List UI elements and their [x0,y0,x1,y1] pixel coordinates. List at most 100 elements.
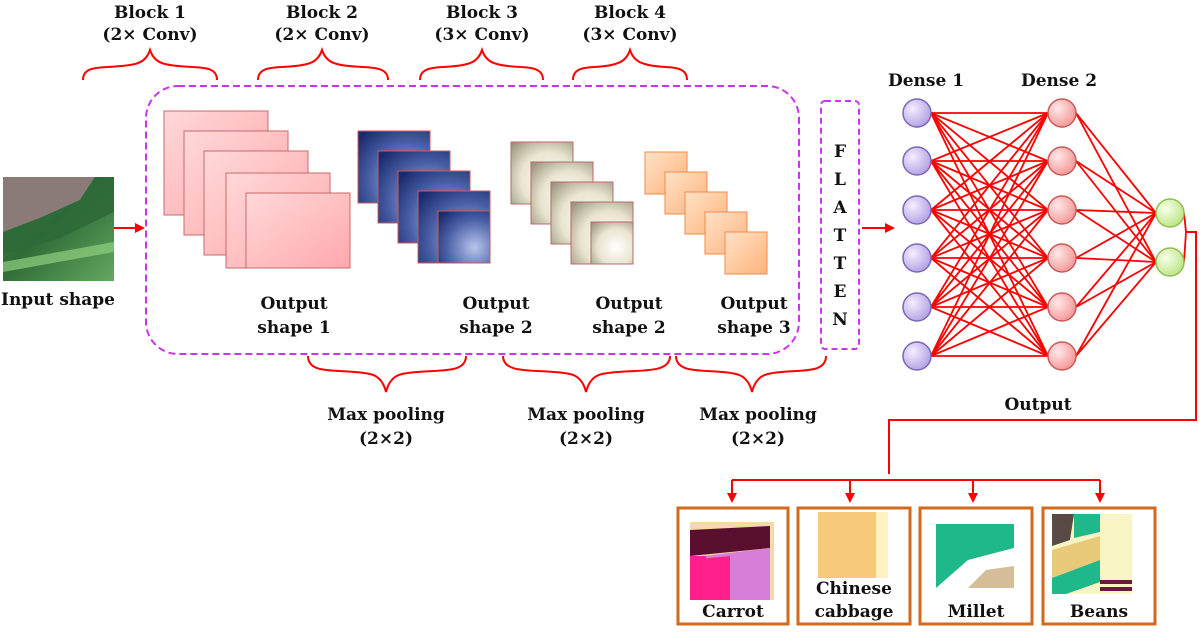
carrot-map-thumbnail [690,522,774,600]
feature-maps-block-1 [163,110,351,269]
dense-1-neuron [902,98,932,128]
output-routing [732,231,1197,481]
pool-2-line2: (2×2) [559,429,613,449]
output-neuron [1155,198,1185,228]
dense-1-neuron [902,195,932,225]
flatten-letter: E [834,282,847,302]
class-chinese-cabbage-label-line2: cabbage [815,602,894,622]
class-millet: Millet [918,506,1034,626]
pooling-labels: Max pooling (2×2) Max pooling (2×2) Max … [327,405,817,449]
dense-2-neuron [1047,98,1077,128]
output-merge-line [1183,231,1187,263]
output-shape-4-line2: shape 3 [717,318,790,338]
brace-block-3 [419,46,544,81]
pooling-braces [307,355,827,393]
chinese-cabbage-map-thumbnail [818,512,888,578]
dense-connection [930,112,1049,357]
brace-block-1 [82,46,218,81]
block-labels: Block 1 (2× Conv) Block 2 (2× Conv) Bloc… [102,3,677,45]
class-beans: Beans [1041,506,1157,626]
dense-2-neuron [1047,292,1077,322]
class-chinese-cabbage: Chinese cabbage [796,506,912,626]
network-neurons [902,98,1185,371]
millet-map-thumbnail [936,524,1014,588]
feature-maps-block-3 [510,141,634,265]
pool-3-line1: Max pooling [699,405,817,425]
input-label: Input shape [1,290,115,310]
brace-block-2 [257,46,389,81]
block-3-subtitle: (3× Conv) [434,25,529,45]
output-connection [1075,212,1157,357]
output-neuron [1155,247,1185,277]
pool-3-line2: (2×2) [731,429,785,449]
network-connections [930,112,1187,357]
flatten-letters: F L A T T E N [832,142,848,330]
dense-connection [930,112,1049,162]
block-2-title: Block 2 [286,3,358,23]
block-3-title: Block 3 [446,3,518,23]
block-1-title: Block 1 [114,3,186,23]
block-4-title: Block 4 [594,3,666,23]
output-connection [1075,212,1157,308]
input-image [3,177,114,281]
dense-connection [930,160,1049,357]
dense-2-neuron [1047,195,1077,225]
dense-2-neuron [1047,341,1077,371]
dense-connection [930,257,1049,357]
pool-1-line1: Max pooling [327,405,445,425]
class-carrot-label: Carrot [702,602,764,622]
output-shape-3-line1: Output [595,294,662,314]
output-connection [1075,209,1157,214]
output-route-line [888,231,1197,474]
brace-pool-1 [307,355,467,393]
flatten-box [820,100,860,350]
output-shape-1-line2: shape 1 [257,318,330,338]
dense-connection [930,209,1049,357]
dense-1-neuron [902,146,932,176]
dense-1-neuron [902,341,932,371]
block-2-subtitle: (2× Conv) [274,25,369,45]
class-beans-label: Beans [1070,602,1128,622]
dense-1-label: Dense 1 [888,71,964,91]
feature-maps-block-4 [644,151,768,275]
output-connection [1075,261,1157,357]
output-connection [1075,112,1157,214]
dense-connection [930,112,1049,211]
output-shape-2-line2: shape 2 [459,318,532,338]
flatten-letter: N [832,310,848,330]
output-shape-3-line2: shape 2 [592,318,665,338]
dense-1-neuron [902,243,932,273]
brace-pool-2 [502,355,671,393]
dense-connection [930,112,1049,308]
conv-blocks-container [145,85,800,355]
pool-1-line2: (2×2) [359,429,413,449]
output-shape-1-line1: Output [260,294,327,314]
dense-2-neuron [1047,243,1077,273]
output-shape-2-line1: Output [462,294,529,314]
dense-1-neuron [902,292,932,322]
class-chinese-cabbage-label-line1: Chinese [816,579,892,599]
output-layer-label: Output [1004,395,1071,415]
block-4-subtitle: (3× Conv) [582,25,677,45]
flatten-letter: T [834,254,847,274]
class-carrot: Carrot [676,506,790,626]
feature-maps-block-2 [357,130,491,264]
block-1-subtitle: (2× Conv) [102,25,197,45]
output-connection [1075,212,1157,259]
class-arrows [727,480,1105,503]
beans-map-thumbnail [1052,514,1132,594]
dense-connection [930,306,1049,357]
output-shape-4-line1: Output [720,294,787,314]
flatten-letter: T [834,226,847,246]
brace-block-4 [572,46,688,81]
brace-pool-3 [675,355,827,393]
output-connection [1075,160,1157,214]
output-shape-labels: Output shape 1 Output shape 2 Output sha… [257,294,790,338]
pool-2-line1: Max pooling [527,405,645,425]
class-millet-label: Millet [948,602,1005,622]
dense-2-neuron [1047,146,1077,176]
dense-2-label: Dense 2 [1021,71,1097,91]
dense-connection [930,112,1049,259]
flatten-letter: F [834,142,846,162]
